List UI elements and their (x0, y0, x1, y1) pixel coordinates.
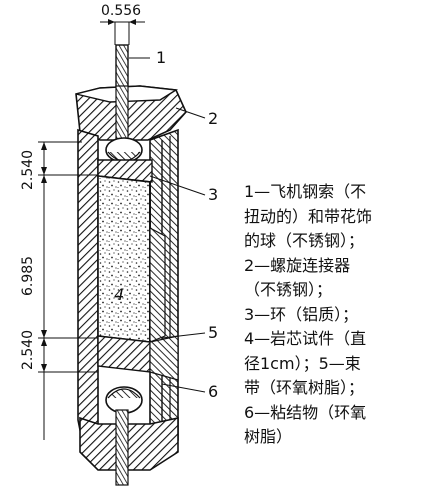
lower-ball (105, 386, 143, 414)
legend-line: 带（环氧树脂）； (244, 378, 365, 397)
lower-collar (97, 335, 179, 381)
upper-collar (97, 159, 153, 183)
legend-line: 树脂） (244, 427, 293, 446)
legend-line: 4—岩芯试件（直 (244, 329, 367, 348)
legend-line: 6—粘结物（环氧 (244, 402, 367, 422)
epoxy-band (149, 227, 166, 343)
legend-line: 3—环（铝质）； (244, 304, 359, 324)
upper-length-label: 2.540 (20, 150, 36, 190)
legend-line: 扭动的）和带花饰 (244, 206, 373, 226)
rod-width-label: 0.556 (101, 3, 141, 19)
lower-connector (79, 409, 179, 486)
upper-ball (105, 137, 143, 163)
length-dimensions: 2.540 6.985 2.540 (20, 141, 98, 440)
specimen-number-label: 4 (114, 285, 124, 304)
legend-line: 1—飞机钢索（不 (244, 182, 367, 201)
core-specimen: 4 (97, 175, 151, 343)
rod-width-dimension: 0.556 (100, 3, 145, 45)
callout-numbers: 1 2 3 5 6 (156, 48, 218, 401)
callout-3: 3 (208, 185, 218, 204)
upper-connector (75, 85, 187, 142)
callout-leaders (129, 57, 206, 393)
parts-legend: 1—飞机钢索（不 扭动的）和带花饰 的球（不锈钢）； 2—螺旋连接器 （不锈钢）… (244, 180, 422, 450)
legend-line: 2—螺旋连接器 (244, 255, 351, 275)
callout-6: 6 (208, 382, 218, 401)
lower-length-label: 2.540 (20, 330, 36, 370)
callout-2: 2 (208, 109, 218, 128)
legend-line: 的球（不锈钢）； (244, 231, 365, 250)
callout-1: 1 (156, 48, 166, 67)
middle-length-label: 6.985 (20, 256, 36, 296)
callout-5: 5 (208, 323, 218, 342)
legend-line: 径1cm）；5—束 (244, 353, 361, 373)
legend-line: （不锈钢）； (244, 280, 333, 299)
